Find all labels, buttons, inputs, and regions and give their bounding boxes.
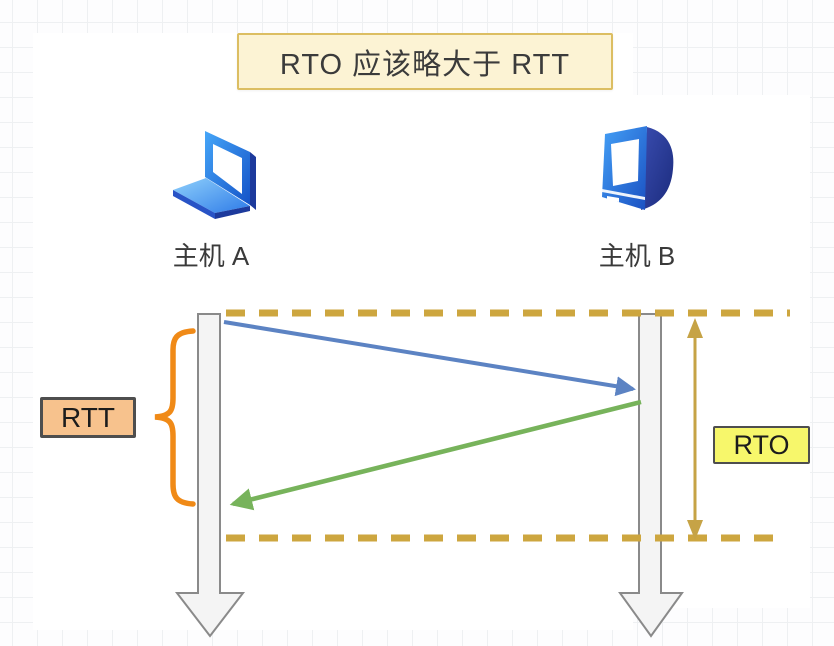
rto-label-box: RTO: [713, 426, 810, 464]
host-a-label: 主机 A: [172, 241, 250, 271]
host-b-label: 主机 B: [598, 241, 676, 271]
canvas-white-area-right: [630, 95, 810, 608]
title-text: RTO 应该略大于 RTT: [279, 48, 571, 81]
title-box: RTO 应该略大于 RTT: [237, 33, 613, 90]
rto-label-text: RTO: [733, 429, 790, 460]
rtt-label-box: RTT: [40, 397, 136, 438]
canvas-white-area: [33, 33, 633, 630]
rtt-label-text: RTT: [61, 401, 115, 433]
